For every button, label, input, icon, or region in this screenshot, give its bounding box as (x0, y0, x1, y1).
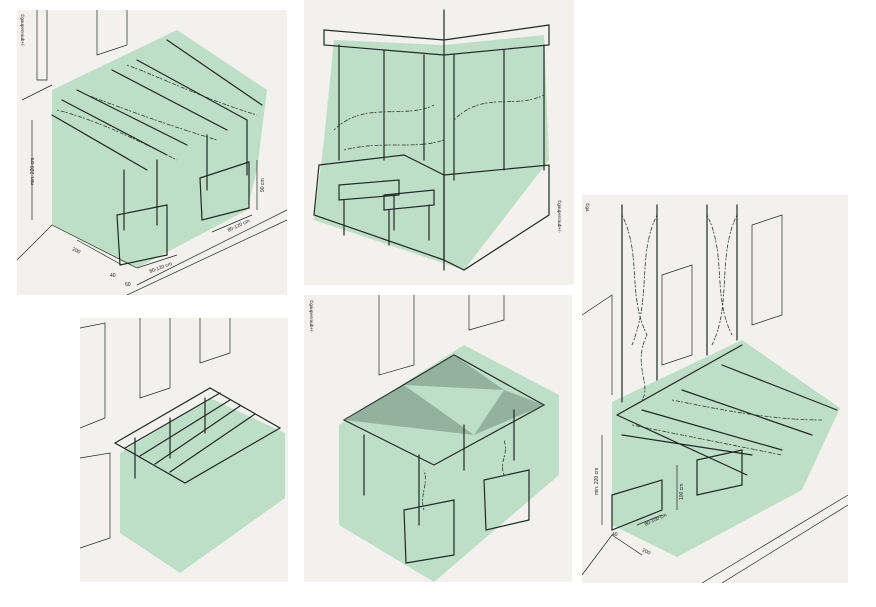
credit-text: ©gaupenraub+/- (557, 200, 562, 233)
credit-text: ©gaupenraub+/- (309, 300, 314, 333)
sketch-pergola-with-planters: ©gaupenraub+/- min. 220 cm 90 cm 80-120 … (17, 10, 287, 295)
pergola-drawing (17, 10, 287, 295)
sketch-trellis-pergola: ©ga min. 220 cm 100 cm 80-100 cm 40 200 (582, 195, 848, 583)
seating-drawing (313, 9, 550, 271)
gap-label: 40 (612, 532, 618, 538)
sketch-enclosed-seating: ©gaupenraub+/- (304, 0, 574, 285)
gap-label-b: 60 (125, 282, 131, 288)
sketch-sail-canopy: ©gaupenraub+/- (304, 295, 572, 582)
credit-text: ©gaupenraub+/- (20, 14, 25, 47)
sail-drawing (339, 295, 559, 582)
planter-height-label: 90 cm (260, 178, 266, 192)
planter-height-label: 100 cm (679, 483, 685, 500)
credit-short-text: ©ga (585, 203, 590, 212)
gap-label-a: 40 (110, 273, 116, 279)
height-label: min. 220 cm (594, 467, 600, 495)
trellis-drawing (582, 204, 848, 583)
sketch-slatted-awning (80, 318, 288, 582)
height-label: min. 220 cm (30, 157, 36, 185)
awning-drawing (80, 318, 285, 573)
